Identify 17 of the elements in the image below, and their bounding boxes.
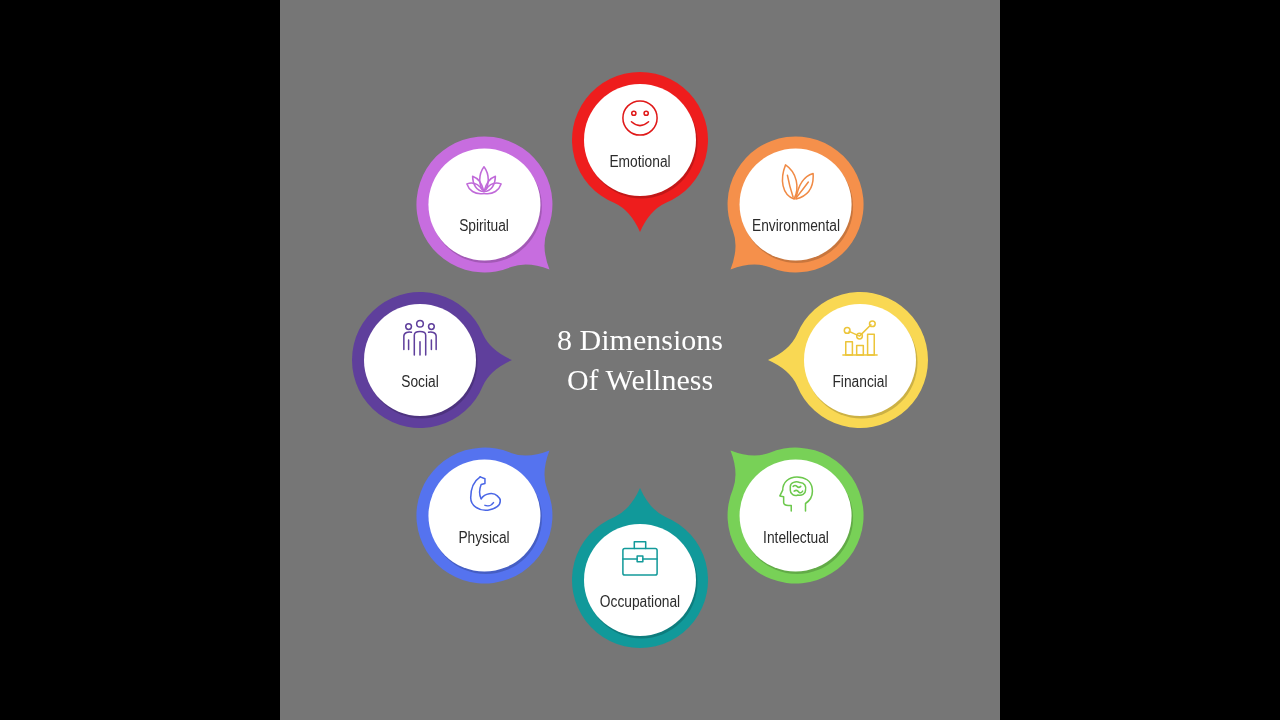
speech-bubble: [727, 136, 864, 273]
speech-bubble: [352, 292, 512, 428]
speech-bubble: [572, 488, 708, 648]
speech-bubble: [416, 136, 553, 273]
speech-bubble: [768, 292, 928, 428]
dimension-label: Financial: [832, 373, 888, 391]
speech-bubble: [572, 72, 708, 232]
dimension-label: Occupational: [599, 593, 681, 611]
dimension-label: Social: [401, 373, 439, 391]
dimension-label: Environmental: [751, 217, 840, 236]
dimension-label: Emotional: [609, 153, 671, 171]
diagram-title: 8 Dimensions Of Wellness: [556, 322, 724, 398]
speech-bubble: [727, 447, 864, 584]
dimension-label: Spiritual: [459, 217, 510, 236]
dimension-label: Physical: [458, 528, 511, 547]
speech-bubble: [416, 447, 553, 584]
dimension-label: Intellectual: [762, 528, 829, 547]
